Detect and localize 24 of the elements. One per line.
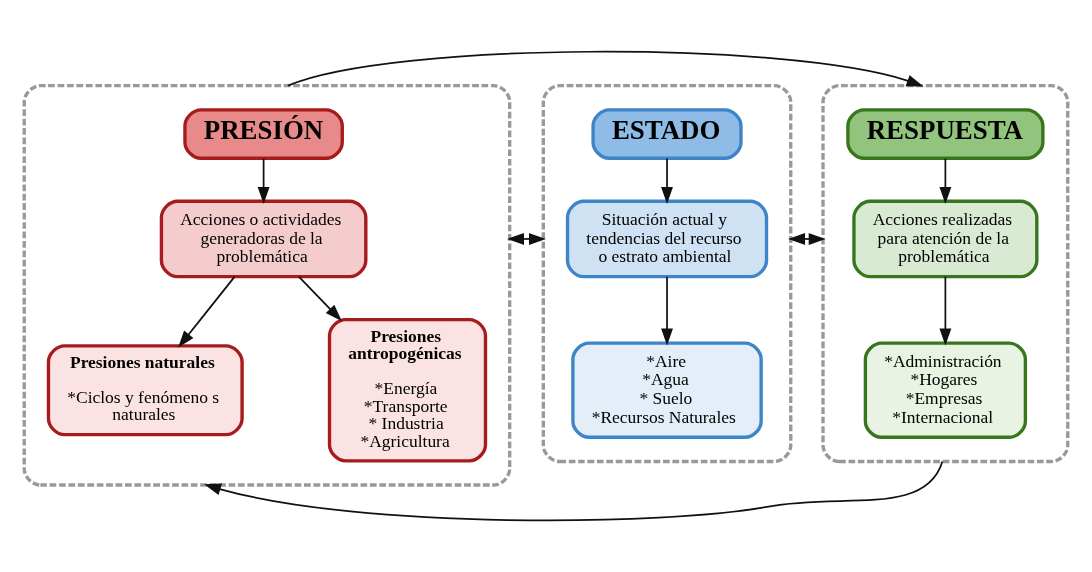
arrow: [178, 275, 236, 348]
arrow: [939, 275, 952, 346]
cluster: [821, 83, 1070, 464]
node-box: Presiones antropogénicas *Energía *Transporte * Industria *Agricultura: [327, 317, 488, 463]
arrow: [287, 50, 924, 87]
arrow: [661, 275, 673, 346]
node-box: *Aire *Agua * Suelo *Recursos Naturales: [571, 341, 763, 439]
node-box: Situación actual y tendencias del recurso o estrato ambiental: [565, 199, 769, 279]
cluster: [22, 83, 512, 487]
cluster: [541, 83, 793, 464]
arrow: [661, 157, 673, 204]
arrow: [507, 233, 546, 245]
node-box: Presiones naturales *Ciclos y fenómeno s naturales: [46, 344, 244, 437]
node-box: *Administración *Hogares *Empresas *Internacional: [863, 341, 1028, 439]
arrow: [939, 157, 952, 204]
arrow: [257, 157, 270, 204]
node-box: PRESIÓN: [183, 108, 344, 160]
arrow: [788, 233, 826, 245]
arrow: [297, 275, 342, 322]
node-box: RESPUESTA: [846, 108, 1045, 160]
node-box: ESTADO: [591, 108, 743, 160]
node-box: Acciones o actividades generadoras de la problemática: [159, 199, 368, 279]
node-box: Acciones realizadas para atención de la problemática: [852, 199, 1039, 279]
arrow: [204, 460, 944, 522]
